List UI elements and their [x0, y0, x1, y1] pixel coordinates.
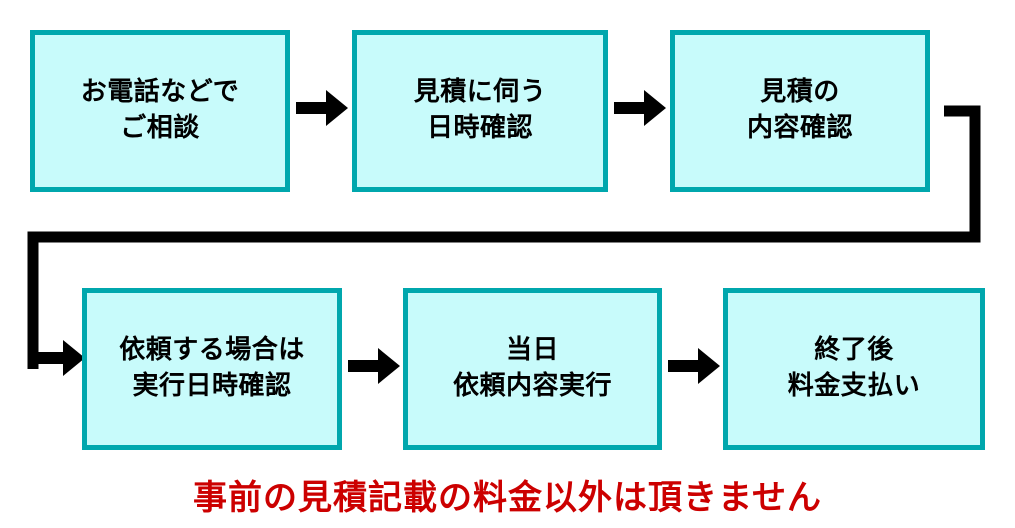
flow-node-step-4: 依頼する場合は 実行日時確認: [82, 288, 342, 450]
flow-node-label: 見積の 内容確認: [746, 77, 853, 143]
arrow-right-icon-4: [668, 348, 720, 384]
diagram-caption: 事前の見積記載の料金以外は頂きません: [193, 478, 822, 518]
flow-node-label: お電話などで ご相談: [80, 77, 240, 143]
flow-node-label: 依頼する場合は 実行日時確認: [119, 335, 305, 401]
flow-node-label: 終了後 料金支払い: [787, 335, 921, 401]
arrow-right-icon-3: [348, 348, 400, 384]
flow-node-step-1: お電話などで ご相談: [30, 30, 290, 192]
flow-node-step-6: 終了後 料金支払い: [723, 288, 985, 450]
arrow-right-icon-2: [614, 90, 666, 126]
arrow-right-icon-1: [296, 90, 348, 126]
flow-node-step-2: 見積に伺う 日時確認: [352, 30, 608, 192]
flow-node-label: 当日 依頼内容実行: [452, 335, 612, 401]
flow-node-step-3: 見積の 内容確認: [670, 30, 930, 192]
flow-node-step-5: 当日 依頼内容実行: [403, 288, 662, 450]
flow-node-label: 見積に伺う 日時確認: [413, 77, 547, 143]
